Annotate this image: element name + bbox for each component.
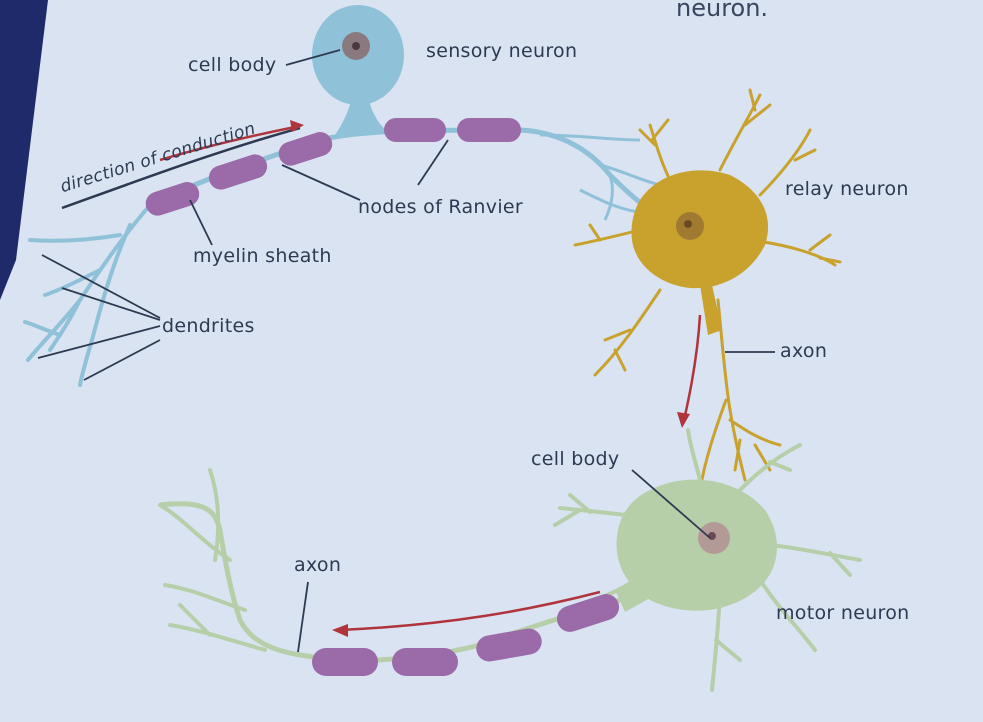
sensory-myelin (145, 118, 521, 216)
leader-dendrites (37, 325, 161, 359)
leader-cell-body-motor (631, 469, 711, 539)
arrow-relay (682, 314, 702, 421)
myelin-segment (556, 594, 620, 632)
leader-dendrites (83, 339, 161, 381)
conduction-arrows (61, 124, 702, 632)
arrow-sensory (159, 124, 301, 162)
leader-lines (37, 49, 775, 653)
page-heading: neuron. (676, 0, 769, 22)
label-relay-neuron: relay neuron (785, 178, 909, 200)
label-axon-motor: axon (294, 554, 342, 576)
leader-nodes-ranvier-2 (281, 164, 361, 201)
leader-axon-motor (297, 581, 309, 653)
leader-dendrites (61, 287, 161, 321)
label-sensory-neuron: sensory neuron (426, 40, 578, 62)
myelin-segment (392, 648, 458, 676)
arrow-head (332, 624, 348, 637)
leader-cell-body-top (285, 49, 341, 66)
myelin-segment (476, 628, 542, 662)
sensory-nucleolus (352, 42, 360, 50)
label-motor-neuron: motor neuron (776, 602, 910, 624)
motor-cell-body (616, 479, 777, 611)
relay-neuron (573, 88, 842, 492)
arrow-motor (339, 590, 601, 632)
label-nodes-of-ranvier: nodes of Ranvier (358, 196, 524, 218)
relay-axon-hillock (700, 285, 722, 335)
arrow-head (290, 120, 304, 132)
motor-myelin (312, 594, 620, 676)
sensory-cell-stalk (335, 95, 388, 135)
sensory-dendrites (23, 203, 152, 387)
myelin-segment (145, 182, 200, 216)
myelin-segment (312, 648, 378, 676)
label-cell-body-top: cell body (188, 54, 277, 76)
myelin-segment (208, 154, 268, 190)
myelin-segment (384, 118, 446, 142)
motor-axon-hillock (615, 575, 650, 612)
label-dendrites: dendrites (162, 315, 255, 337)
leader-myelin-sheath (189, 199, 213, 246)
motor-dendrites (158, 428, 862, 692)
arrow-head (677, 412, 690, 428)
sensory-neuron (23, 5, 662, 387)
motor-nucleolus (708, 532, 716, 540)
page-edge-shadow (0, 0, 48, 300)
label-myelin-sheath: myelin sheath (193, 245, 332, 267)
motor-neuron (158, 428, 862, 692)
leader-dendrites (41, 254, 161, 319)
label-axon-relay: axon (780, 340, 828, 362)
label-cell-body-motor: cell body (531, 448, 620, 470)
conduction-underline (61, 126, 301, 210)
sensory-axon-terminals (539, 133, 661, 221)
relay-nucleolus (684, 220, 692, 228)
myelin-segment (457, 118, 521, 142)
leader-nodes-ranvier (417, 139, 449, 186)
myelin-segment (278, 132, 333, 166)
